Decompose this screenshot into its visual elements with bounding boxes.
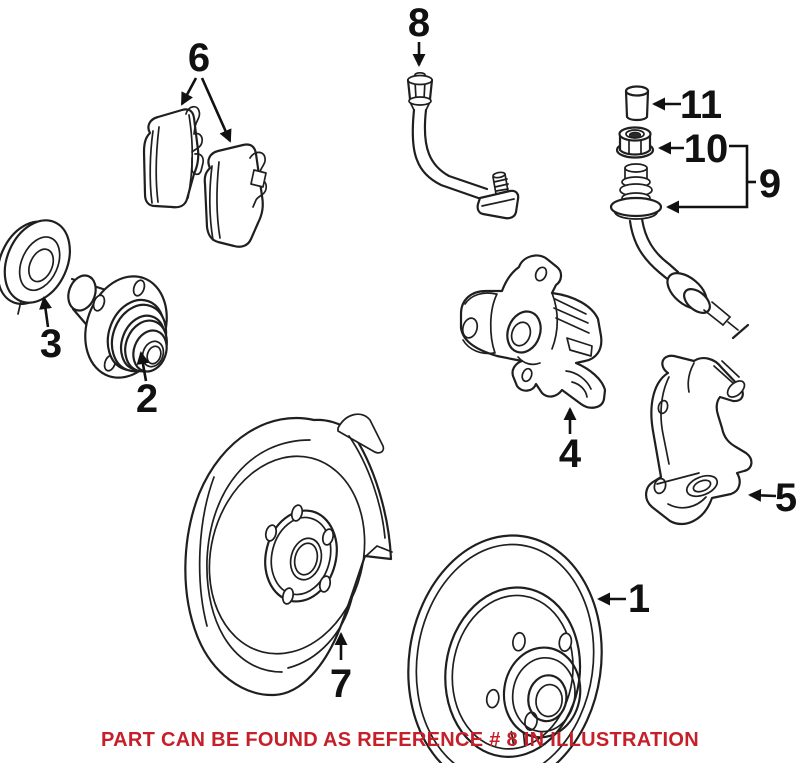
callout-label-7: 7: [330, 662, 352, 706]
mounting-nut-drawing: [615, 126, 655, 159]
callout-8: 8: [408, 1, 430, 67]
callout-11: 11: [652, 83, 722, 127]
wheel-bearing-drawing: [0, 219, 71, 315]
callout-10: 10: [658, 127, 729, 171]
callout-label-2: 2: [136, 377, 158, 421]
callout-label-9: 9: [759, 162, 781, 206]
callout-3: 3: [39, 296, 62, 366]
callout-label-4: 4: [559, 432, 582, 476]
callout-label-1: 1: [628, 577, 650, 621]
brake-pads-drawing: [142, 105, 268, 248]
callout-label-5: 5: [775, 476, 797, 520]
callout-label-3: 3: [40, 322, 62, 366]
wheel-hub-drawing: [67, 274, 168, 379]
brake-rotor-drawing: [407, 534, 603, 763]
callout-1: 1: [597, 577, 650, 621]
callout-5: 5: [748, 476, 797, 520]
callout-6: 6: [180, 36, 232, 143]
callout-label-6: 6: [188, 36, 210, 80]
caliper-bracket-drawing: [645, 354, 753, 526]
callout-label-11: 11: [680, 83, 722, 127]
reference-note: PART CAN BE FOUND AS REFERENCE # 8 IN IL…: [101, 729, 699, 751]
splash-shield-drawing: [184, 413, 393, 697]
brake-caliper-drawing: [459, 254, 607, 409]
abs-sensor-drawing: [609, 163, 750, 340]
brake-hose-drawing: [406, 71, 520, 220]
protective-cap-drawing: [624, 85, 650, 122]
callout-label-8: 8: [408, 1, 430, 45]
callout-7: 7: [330, 632, 352, 706]
callout-4: 4: [559, 407, 582, 476]
callouts: 1 2 3 4 5 6 7 8: [39, 1, 797, 706]
callout-9: 9: [666, 144, 781, 214]
callout-2: 2: [136, 351, 158, 421]
callout-label-10: 10: [684, 127, 729, 171]
